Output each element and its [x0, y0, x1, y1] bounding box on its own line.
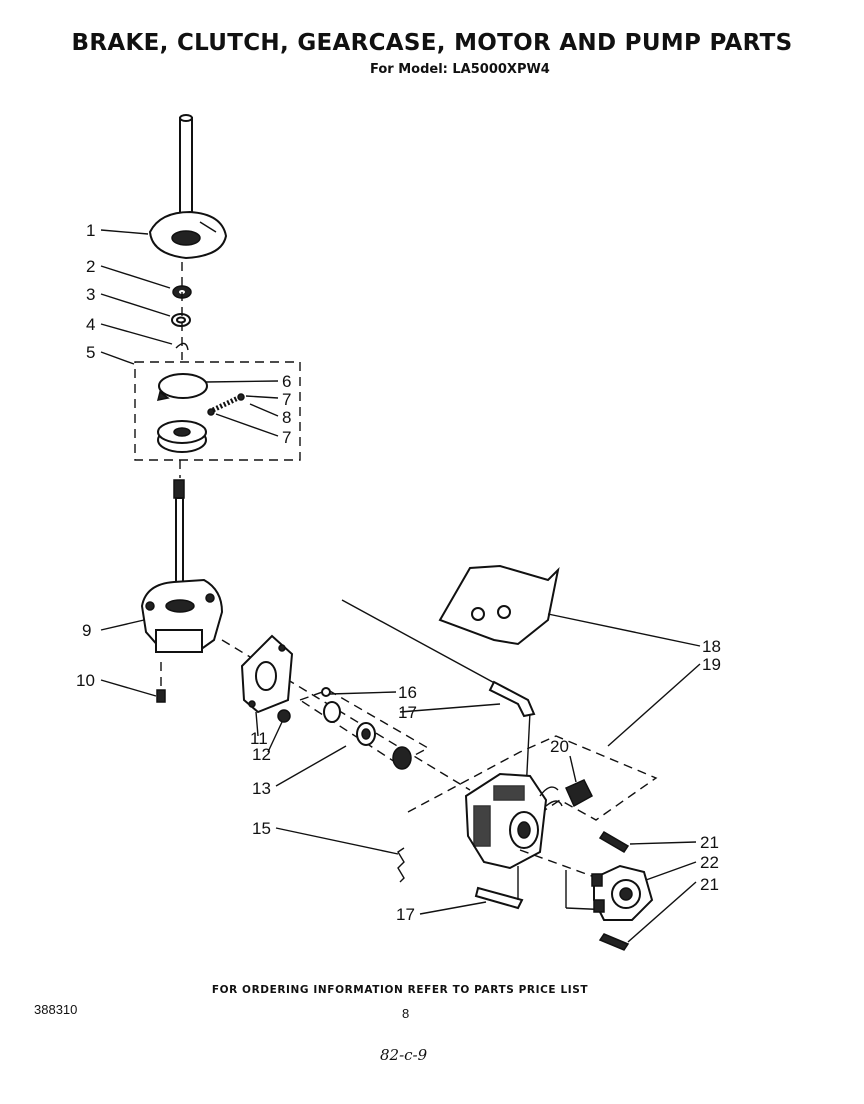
part-11-cover-plate: [240, 634, 294, 714]
callout-3: 3: [86, 285, 95, 304]
model-subtitle: For Model: LA5000XPW4: [370, 62, 550, 77]
callout-19: 19: [702, 655, 721, 674]
callout-labels: 1 2 3 4 5 6 7 8 7 9 10 11 12 13 15 16 17…: [76, 221, 721, 924]
callout-2: 2: [86, 257, 95, 276]
callout-11: 11: [250, 729, 268, 748]
callout-9: 9: [82, 621, 91, 640]
callout-17a: 17: [398, 703, 417, 722]
ordering-note: FOR ORDERING INFORMATION REFER TO PARTS …: [211, 984, 589, 996]
page-number: 8: [402, 1006, 410, 1021]
leader-lines: [100, 229, 701, 943]
pump-alignment-line: [519, 849, 637, 893]
part-15-clip: [397, 847, 405, 883]
part-7-8-spring-pins: [207, 393, 245, 416]
part-10-screw: [156, 662, 166, 703]
part-21-screw-top: [598, 830, 630, 854]
callout-21a: 21: [700, 833, 719, 852]
callout-12: 12: [252, 745, 271, 764]
callout-16: 16: [398, 683, 417, 702]
callout-6: 6: [282, 372, 291, 391]
part-17-bracket-top: [488, 680, 536, 718]
part-3-ring: [171, 313, 191, 327]
callout-4: 4: [86, 315, 95, 334]
handwritten-note: 82-c-9: [380, 1046, 428, 1064]
callout-15: 15: [252, 819, 271, 838]
brake-assembly-group-box: [134, 361, 301, 461]
motor-group-box: [407, 735, 658, 821]
coupling-parts: [323, 701, 412, 770]
part-18-mount-plate: [438, 564, 560, 646]
page-title: BRAKE, CLUTCH, GEARCASE, MOTOR AND PUMP …: [71, 30, 793, 56]
brake-drum: [157, 420, 207, 453]
callout-8: 8: [282, 408, 291, 427]
callout-21b: 21: [700, 875, 719, 894]
motor: [464, 772, 563, 870]
part-1-brake-cam: [148, 210, 228, 260]
part-9-gearcase: [140, 578, 224, 653]
part-17-bracket-bottom: [474, 866, 524, 910]
callout-17b: 17: [396, 905, 415, 924]
callout-18: 18: [702, 637, 721, 656]
part-12-plug: [277, 709, 291, 723]
callout-7b: 7: [282, 428, 291, 447]
callout-5: 5: [86, 343, 95, 362]
part-20-switch: [565, 779, 593, 808]
callout-20: 20: [550, 737, 569, 756]
callout-10: 10: [76, 671, 95, 690]
part-22-pump: [591, 864, 654, 921]
spin-tube-shaft: [179, 114, 193, 237]
callout-22: 22: [700, 853, 719, 872]
callout-13: 13: [252, 779, 271, 798]
callout-1: 1: [86, 221, 95, 240]
document-number: 388310: [34, 1002, 78, 1017]
part-6-brake-band: [156, 373, 208, 401]
part-21-screw-bottom: [598, 933, 630, 951]
part-4-clip: [175, 342, 189, 351]
part-16-pin: [321, 687, 331, 697]
callout-7a: 7: [282, 390, 291, 409]
